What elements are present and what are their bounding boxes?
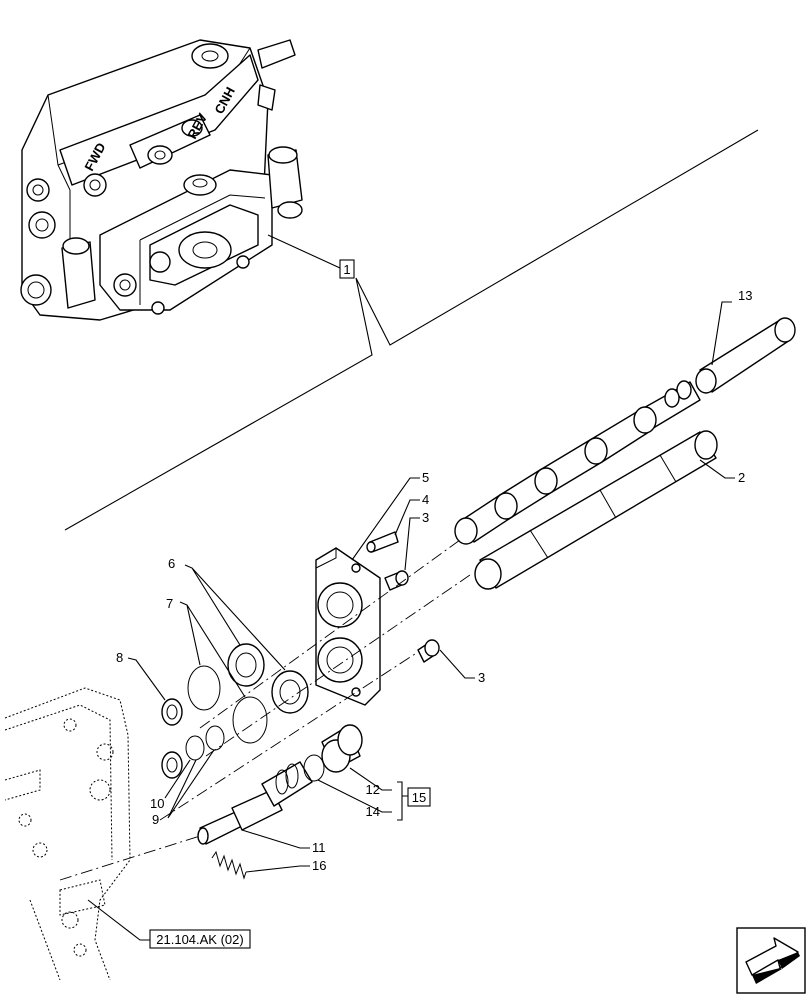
part-2-shaft <box>474 430 718 590</box>
part-11-valve <box>197 761 313 845</box>
leader-16 <box>245 865 310 873</box>
leader-reference <box>87 899 150 941</box>
ghost-housing <box>4 687 131 981</box>
part-5-plate <box>315 547 381 706</box>
callout-box-1 <box>339 259 355 279</box>
leader-11 <box>241 829 310 849</box>
next-page-arrow-icon[interactable] <box>736 927 806 994</box>
part-12-plug <box>321 724 363 773</box>
callout-1: 1 <box>343 262 350 277</box>
part-3-screw-lower <box>417 639 440 663</box>
leader-13 <box>711 301 732 366</box>
part-4-pin <box>366 531 399 553</box>
callout-2: 2 <box>738 470 745 485</box>
callout-3a: 3 <box>422 510 429 525</box>
callout-8: 8 <box>116 650 123 665</box>
valve-assembly: FWD REV CNH <box>20 39 303 321</box>
callout-10: 10 <box>150 796 164 811</box>
leader-2 <box>699 459 735 479</box>
leader-3b <box>439 649 475 679</box>
part-6-seals <box>227 643 309 714</box>
callout-15: 15 <box>412 790 426 805</box>
leader-8 <box>127 657 166 701</box>
leader-10 <box>164 759 191 799</box>
callout-14: 14 <box>366 804 380 819</box>
leader-12 <box>349 767 392 791</box>
callout-6: 6 <box>168 556 175 571</box>
part-3-screw-upper <box>384 570 409 591</box>
callout-9: 9 <box>152 812 159 827</box>
leader-9 <box>167 749 215 819</box>
part-16-spring <box>211 850 247 880</box>
part-9-10-rings <box>161 725 225 779</box>
part-7-orings <box>187 665 268 744</box>
reference-box <box>149 929 251 949</box>
leader-14 <box>317 779 392 813</box>
leader-5 <box>351 477 420 561</box>
callout-7: 7 <box>166 596 173 611</box>
callout-16: 16 <box>312 858 326 873</box>
leader-3a <box>404 517 420 571</box>
reference-label: 21.104.AK (02) <box>156 932 243 947</box>
callout-11: 11 <box>312 840 326 855</box>
callout-13: 13 <box>738 288 752 303</box>
callout-3b: 3 <box>478 670 485 685</box>
callout-12: 12 <box>366 782 380 797</box>
leader-4 <box>394 499 420 536</box>
leader-6 <box>184 564 286 671</box>
part-14-oring <box>303 754 325 782</box>
leader-7 <box>179 601 246 698</box>
callout-4: 4 <box>422 492 429 507</box>
bracket-15 <box>397 781 408 821</box>
part-8-ring <box>161 698 183 726</box>
callout-5: 5 <box>422 470 429 485</box>
callout-box-15 <box>407 787 431 807</box>
leader-1 <box>64 129 759 531</box>
part-13-spool <box>454 317 796 545</box>
